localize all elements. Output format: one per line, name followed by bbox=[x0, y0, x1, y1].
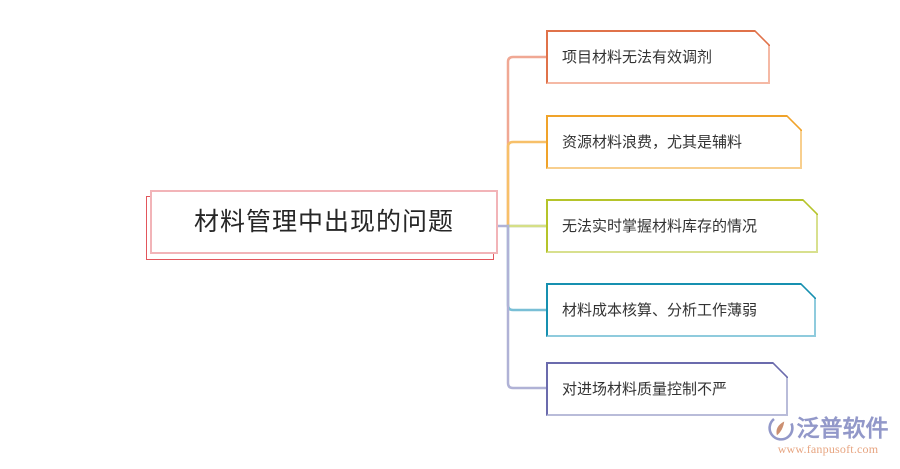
folded-corner-icon bbox=[754, 30, 770, 46]
connector-branch-1 bbox=[506, 55, 548, 228]
branch-node-4-label: 材料成本核算、分析工作薄弱 bbox=[562, 301, 758, 319]
connector-branch-4 bbox=[506, 224, 548, 312]
connector-branch-5 bbox=[506, 224, 548, 390]
branch-node-1[interactable]: 项目材料无法有效调剂 bbox=[546, 30, 770, 84]
watermark: 泛普软件 www.fanpusoft.com bbox=[762, 415, 894, 463]
watermark-brand-text: 泛普软件 bbox=[796, 414, 889, 441]
branch-node-3[interactable]: 无法实时掌握材料库存的情况 bbox=[546, 199, 818, 253]
branch-node-4[interactable]: 材料成本核算、分析工作薄弱 bbox=[546, 283, 816, 337]
folded-corner-icon bbox=[802, 199, 818, 215]
branch-node-5-label: 对进场材料质量控制不严 bbox=[562, 380, 728, 398]
root-node-label: 材料管理中出现的问题 bbox=[193, 207, 454, 236]
watermark-url-text: www.fanpusoft.com bbox=[777, 442, 879, 456]
fanpusoft-logo-icon bbox=[767, 415, 794, 441]
branch-node-5[interactable]: 对进场材料质量控制不严 bbox=[546, 362, 788, 416]
root-node-box[interactable]: 材料管理中出现的问题 bbox=[150, 190, 498, 254]
folded-corner-icon bbox=[800, 283, 816, 299]
root-node[interactable]: 材料管理中出现的问题 bbox=[146, 190, 498, 260]
branch-node-1-label: 项目材料无法有效调剂 bbox=[562, 48, 713, 66]
watermark-brand-row: 泛普软件 bbox=[767, 414, 889, 441]
branch-node-3-label: 无法实时掌握材料库存的情况 bbox=[562, 217, 758, 235]
folded-corner-icon bbox=[772, 362, 788, 378]
folded-corner-icon bbox=[786, 115, 802, 131]
branch-node-2-label: 资源材料浪费，尤其是辅料 bbox=[562, 133, 743, 151]
branch-node-2[interactable]: 资源材料浪费，尤其是辅料 bbox=[546, 115, 802, 169]
connector-branch-2 bbox=[506, 140, 548, 228]
